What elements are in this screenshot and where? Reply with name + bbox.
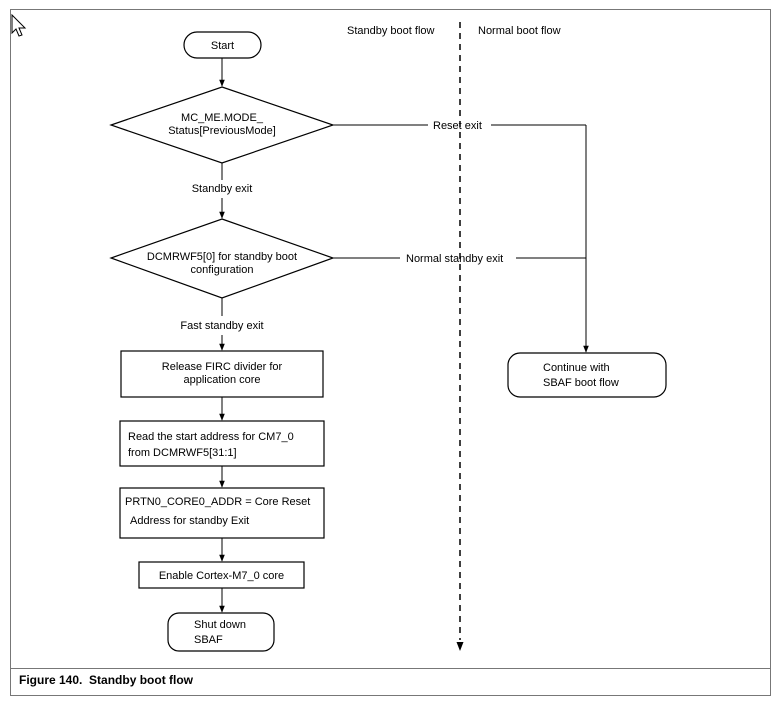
terminal-continue-sbaf [507,352,667,398]
standby-exit-label: Standby exit [192,183,253,195]
terminal-shut-down-line2: SBAF [194,634,223,646]
fast-standby-exit-label: Fast standby exit [180,320,263,332]
process-enable-cortex-m7-label: Enable Cortex-M7_0 core [159,570,284,582]
decision-dcmrwf5-line1: DCMRWF5[0] for standby boot [147,251,297,263]
standby-flow-header: Standby boot flow [347,25,435,37]
decision-previous-mode-line2: Status[PreviousMode] [168,125,276,137]
separator-arrowhead [456,642,464,651]
terminal-continue-sbaf-line2: SBAF boot flow [543,377,619,389]
reset-exit-label: Reset exit [433,120,482,132]
figure-border [10,9,771,696]
process-read-start-address-line2: from DCMRWF5[31:1] [128,447,237,459]
start-label: Start [211,40,234,52]
process-prtn0-core0-addr [119,487,325,539]
process-release-firc-line1: Release FIRC divider for [162,361,283,373]
process-prtn0-core0-addr-line2: Address for standby Exit [130,515,249,527]
process-release-firc-line2: application core [183,374,260,386]
terminal-continue-sbaf-line1: Continue with [543,362,610,374]
normal-standby-exit-label: Normal standby exit [406,253,503,265]
process-prtn0-core0-addr-line1: PRTN0_CORE0_ADDR = Core Reset [125,496,310,508]
process-read-start-address [119,420,325,467]
decision-dcmrwf5-line2: configuration [191,264,254,276]
normal-flow-header: Normal boot flow [478,25,561,37]
figure-caption: Figure 140. Standby boot flow [19,673,194,687]
process-read-start-address-line1: Read the start address for CM7_0 [128,431,294,443]
process-release-firc [120,350,324,398]
mouse-cursor-icon [11,13,27,37]
terminal-shut-down-line1: Shut down [194,619,246,631]
terminal-shut-down-sbaf [167,612,275,652]
decision-previous-mode-line1: MC_ME.MODE_ [181,112,264,124]
